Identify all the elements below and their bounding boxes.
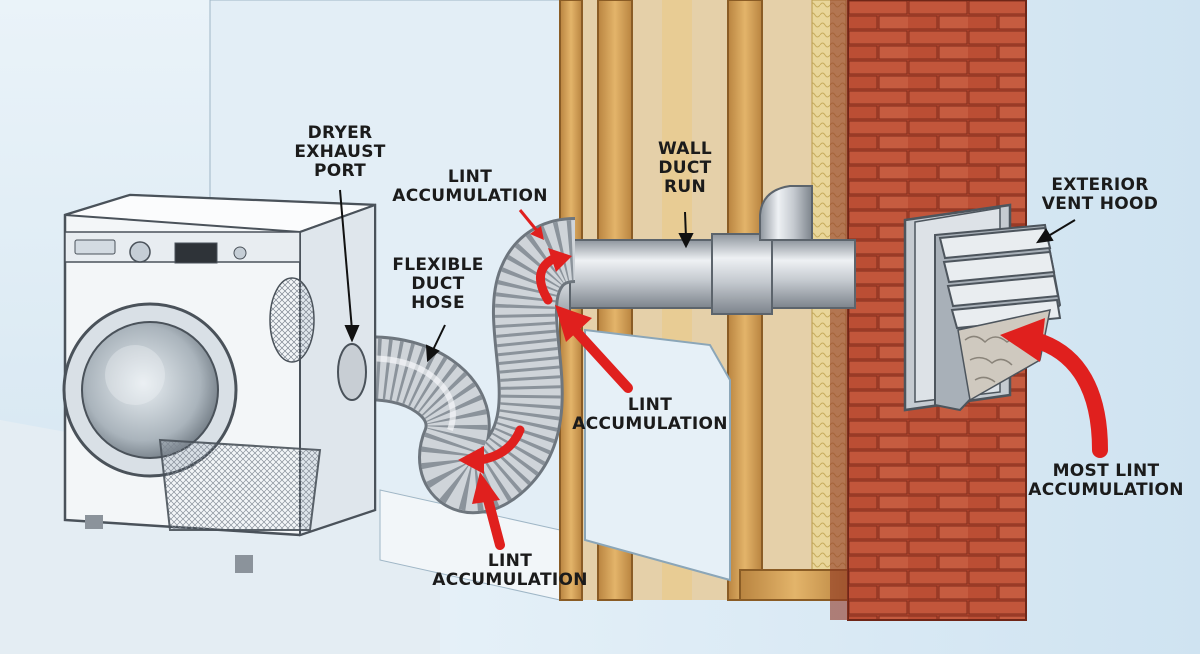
lint-arrow-mid <box>570 325 633 393</box>
lint-arrow-low-bend <box>475 425 525 465</box>
drywall-cutout <box>584 328 731 582</box>
lint-arrow-top <box>518 209 540 233</box>
lint-arrows <box>458 209 1108 550</box>
label-most-lint-accumulation: MOST LINT ACCUMULATION <box>1028 461 1184 500</box>
duct-coupling <box>711 233 773 315</box>
label-dryer-exhaust-port: DRYER EXHAUST PORT <box>294 123 386 181</box>
label-lint-accumulation-top: LINT ACCUMULATION <box>392 167 548 206</box>
label-exterior-vent-hood: EXTERIOR VENT HOOD <box>1041 175 1159 214</box>
lint-arrow-top-bend <box>536 253 560 305</box>
wall-duct-pipe <box>554 239 856 309</box>
leader-arrows <box>339 189 1076 363</box>
dryer <box>62 193 377 573</box>
duct-elbow <box>759 185 813 241</box>
label-flexible-duct-hose: FLEXIBLE DUCT HOSE <box>392 255 484 313</box>
leader-flex-hose <box>431 324 446 353</box>
label-lint-accumulation-bottom: LINT ACCUMULATION <box>432 551 588 590</box>
most-lint-arrow <box>1027 332 1108 458</box>
dryer-exhaust-port <box>269 277 315 363</box>
label-wall-duct-run: WALL DUCT RUN <box>657 139 712 197</box>
exterior-vent-hood <box>903 203 1062 412</box>
lint-basket <box>158 438 322 531</box>
leader-exhaust-port <box>339 189 353 331</box>
label-lint-accumulation-mid: LINT ACCUMULATION <box>572 395 728 434</box>
